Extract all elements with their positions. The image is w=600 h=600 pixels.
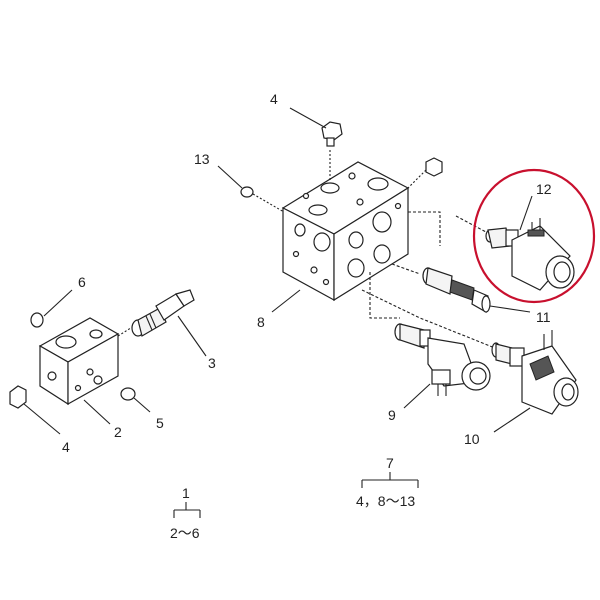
group-bracket-7: 7 4，8～13 [356, 455, 419, 509]
plug-upper-right [407, 157, 443, 189]
label-12: 12 [536, 181, 552, 197]
solenoid-valve-12 [455, 215, 575, 291]
solenoid-valve-9 [394, 323, 491, 396]
o-ring-6 [30, 312, 44, 328]
group-bracket-1: 1 2～6 [170, 485, 201, 541]
highlight-ring-12 [472, 168, 596, 304]
group-7-number: 7 [386, 455, 394, 471]
label-2: 2 [114, 424, 122, 440]
bolt-top [321, 121, 343, 180]
solenoid-valve-10 [491, 330, 579, 415]
o-ring-13 [240, 186, 285, 213]
cartridge-valve-3 [117, 289, 195, 337]
label-9: 9 [388, 407, 396, 423]
group-1-number: 1 [182, 485, 190, 501]
label-3: 3 [208, 355, 216, 371]
label-10: 10 [464, 431, 480, 447]
label-13: 13 [194, 151, 210, 167]
assembly-guides [361, 211, 501, 351]
label-8: 8 [257, 314, 265, 330]
label-6: 6 [78, 274, 86, 290]
leader-lines [23, 107, 533, 435]
label-4-top: 4 [270, 91, 278, 107]
main-valve-block [281, 161, 410, 302]
group-7-range: 4，8～13 [356, 493, 415, 509]
label-11: 11 [536, 309, 551, 325]
label-4-left: 4 [62, 439, 70, 455]
o-ring-5 [120, 387, 136, 401]
group-1-range: 2～6 [170, 525, 200, 541]
plug-left [9, 385, 27, 409]
label-5: 5 [156, 415, 164, 431]
left-valve-block [38, 317, 120, 406]
cartridge-valve-11 [422, 267, 491, 313]
